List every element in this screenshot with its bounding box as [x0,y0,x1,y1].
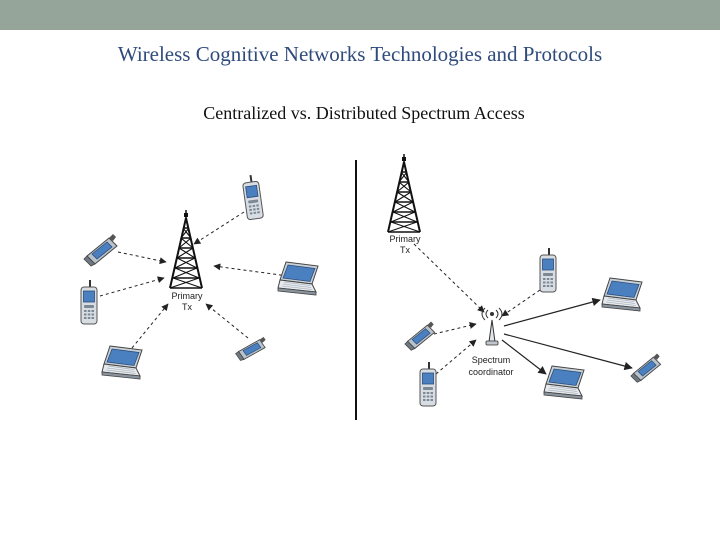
right-left-phone-icon [419,361,437,407]
left-tower-label-line1: Primary [172,291,203,301]
left-top-phone-icon [241,173,265,221]
right-arrow-from-phone-right [501,289,541,317]
right-far-flip-phone-icon [630,353,662,383]
coordinator-label-line1: Spectrum [472,355,511,365]
slide-subtitle: Centralized vs. Distributed Spectrum Acc… [203,103,525,123]
left-arrow-from-bottom-laptop [131,303,169,349]
left-right-laptop-icon [277,261,319,296]
slide-title: Wireless Cognitive Networks Technologies… [117,42,603,66]
right-tower-label-line1: Primary [390,234,421,244]
left-arrow-from-left-phone [99,276,165,297]
right-arrows [413,243,541,375]
centralized-panel: Primary Tx [80,173,319,380]
right-arrow-from-flip-left [433,322,477,335]
left-flip-phone-icon [83,233,118,267]
right-solid-arrows [501,297,633,375]
top-bar [0,0,720,30]
left-primary-tx-tower-icon [169,209,203,289]
right-tower-label-line2: Tx [400,245,410,255]
left-arrow-from-right-laptop [213,263,289,277]
left-bottom-laptop-icon [101,345,143,380]
right-arrow-to-laptop-right [503,297,601,327]
left-arrow-from-bottom-phone [205,303,249,339]
right-arrow-to-laptop-bottom [501,339,547,375]
right-arrow-tower-to-coordinator [413,243,485,313]
left-arrow-from-top-phone [193,211,245,245]
left-bottom-flip-phone-icon [234,332,268,365]
right-left-flip-phone-icon [404,321,436,351]
right-phone-icon [539,247,557,293]
left-arrow-from-flip-phone [117,251,167,265]
coordinator-label-line2: coordinator [468,367,513,377]
right-arrow-from-phone-left [435,339,477,375]
left-arrows [99,211,289,349]
right-primary-tx-tower-icon [387,153,421,233]
right-bottom-laptop-icon [543,365,585,400]
right-top-laptop-icon [601,277,643,312]
spectrum-coordinator-icon [481,307,503,346]
left-side-phone-icon [80,279,98,325]
distributed-panel: Primary Tx Spectrum coordinator [387,153,662,407]
left-tower-label-line2: Tx [182,302,192,312]
right-arrow-to-flip-right [503,333,633,371]
